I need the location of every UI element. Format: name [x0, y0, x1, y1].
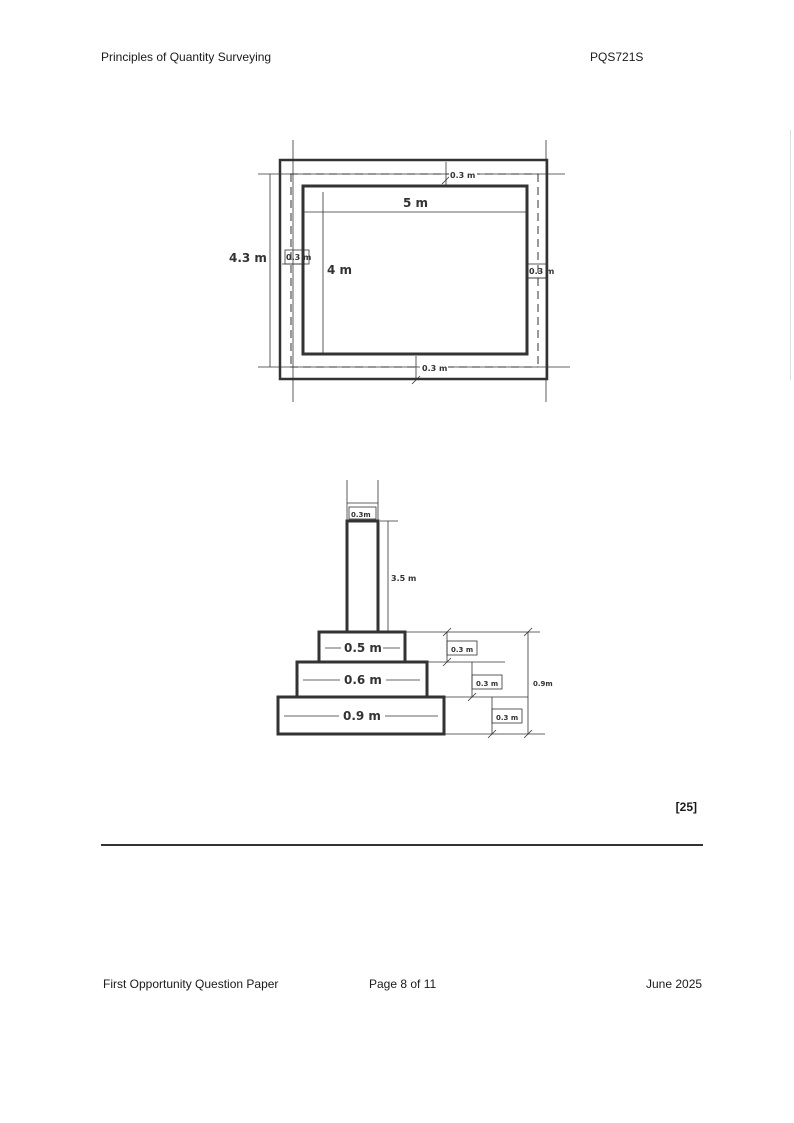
course-title: Principles of Quantity Surveying	[101, 50, 272, 64]
plan-labels: 4.3 m 5 m 4 m 0.3 m 0.3 m 0.3 m 0.3 m	[229, 171, 554, 373]
step1-width-label: 0.5 m	[344, 641, 382, 655]
outer-boundary	[278, 158, 549, 381]
course-code: PQS721S	[590, 50, 644, 64]
footer-date-label: June 2025	[646, 977, 703, 991]
offset-top-label: 0.3 m	[450, 171, 475, 180]
divider-line	[101, 844, 703, 846]
inner-length-label: 5 m	[403, 196, 428, 210]
inner-width-label: 4 m	[327, 263, 352, 277]
inner-room	[301, 184, 529, 356]
section-drawing	[276, 480, 545, 739]
question-marks: [25]	[675, 800, 697, 814]
footer-paper-label: First Opportunity Question Paper	[103, 977, 279, 991]
wall	[345, 519, 380, 634]
step1-height-label: 0.3 m	[451, 646, 473, 654]
step2-width-label: 0.6 m	[344, 673, 382, 687]
step3-width-label: 0.9 m	[343, 709, 381, 723]
offset-left-label: 0.3 m	[286, 253, 311, 262]
total-height-label: 0.9m	[533, 680, 553, 688]
wall-width-label: 0.3m	[351, 511, 371, 519]
plan-drawing	[258, 140, 570, 402]
section-labels: 0.3m 3.5 m 0.5 m 0.6 m 0.9 m 0.3 m 0.3 m…	[339, 511, 553, 723]
footing-step-3	[276, 695, 446, 736]
wall-height-label: 3.5 m	[391, 574, 416, 583]
step2-height-label: 0.3 m	[476, 680, 498, 688]
step3-height-label: 0.3 m	[496, 714, 518, 722]
outer-height-label: 4.3 m	[229, 251, 267, 265]
offset-bottom-label: 0.3 m	[422, 364, 447, 373]
offset-right-label: 0.3 m	[529, 267, 554, 276]
scan-edge	[790, 130, 791, 380]
footer-page-label: Page 8 of 11	[369, 977, 437, 991]
